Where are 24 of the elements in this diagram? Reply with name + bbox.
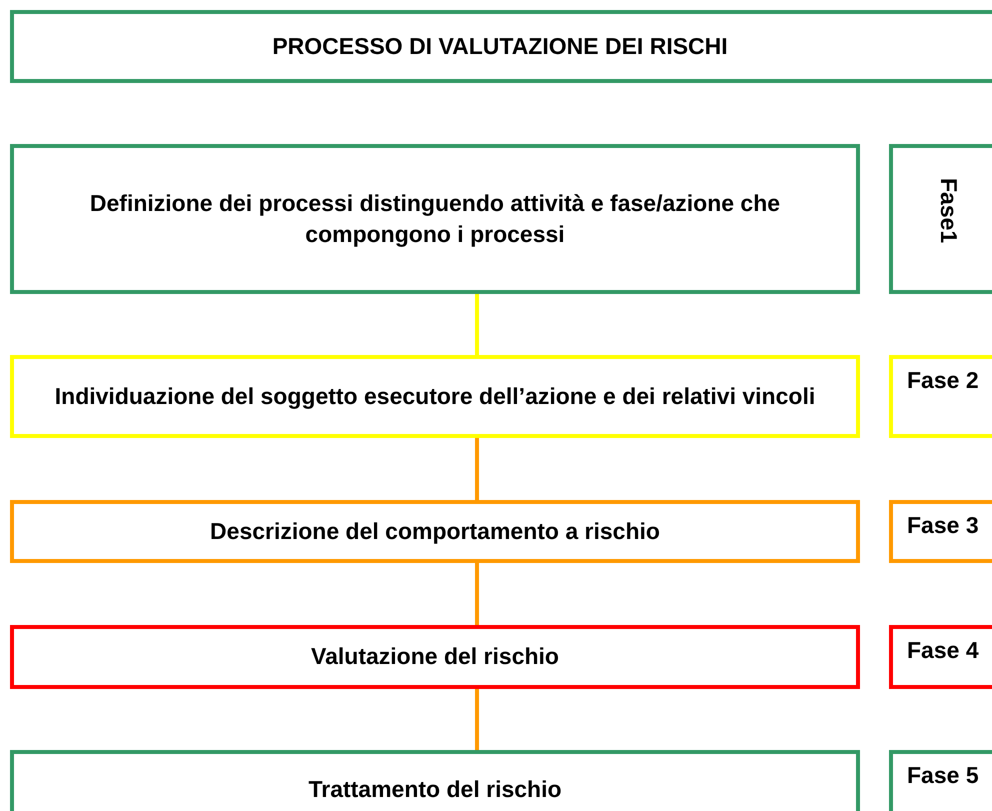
phase-box: [889, 144, 992, 294]
title-text: PROCESSO DI VALUTAZIONE DEI RISCHI: [271, 32, 729, 61]
process-box: [10, 355, 860, 438]
process-label: Descrizione del comportamento a rischio: [209, 516, 661, 546]
phase-box: [889, 355, 992, 438]
connector-line: [475, 438, 479, 500]
process-label: Individuazione del soggetto esecutore dell’azione e dei relativi vincoli: [54, 382, 816, 411]
phase-label: Fase 2: [906, 366, 979, 395]
connector-line: [475, 563, 479, 625]
phase-label: Fase 3: [906, 511, 979, 540]
process-label: Valutazione del rischio: [310, 642, 560, 672]
connector-line: [475, 689, 479, 750]
process-label: Definizione dei processi distinguendo attività e fase/azione che compongono i processi: [88, 188, 782, 249]
phase-label: Fase 4: [906, 636, 979, 665]
phase-label: Fase1: [935, 177, 964, 244]
process-label: Trattamento del rischio: [307, 775, 563, 804]
phase-label: Fase 5: [906, 761, 979, 790]
connector-line: [475, 294, 479, 355]
phase-box: [889, 500, 992, 563]
phase-box: [889, 625, 992, 689]
process-box: [10, 144, 860, 294]
process-box: [10, 500, 860, 563]
process-box: [10, 625, 860, 689]
process-box: [10, 750, 860, 811]
